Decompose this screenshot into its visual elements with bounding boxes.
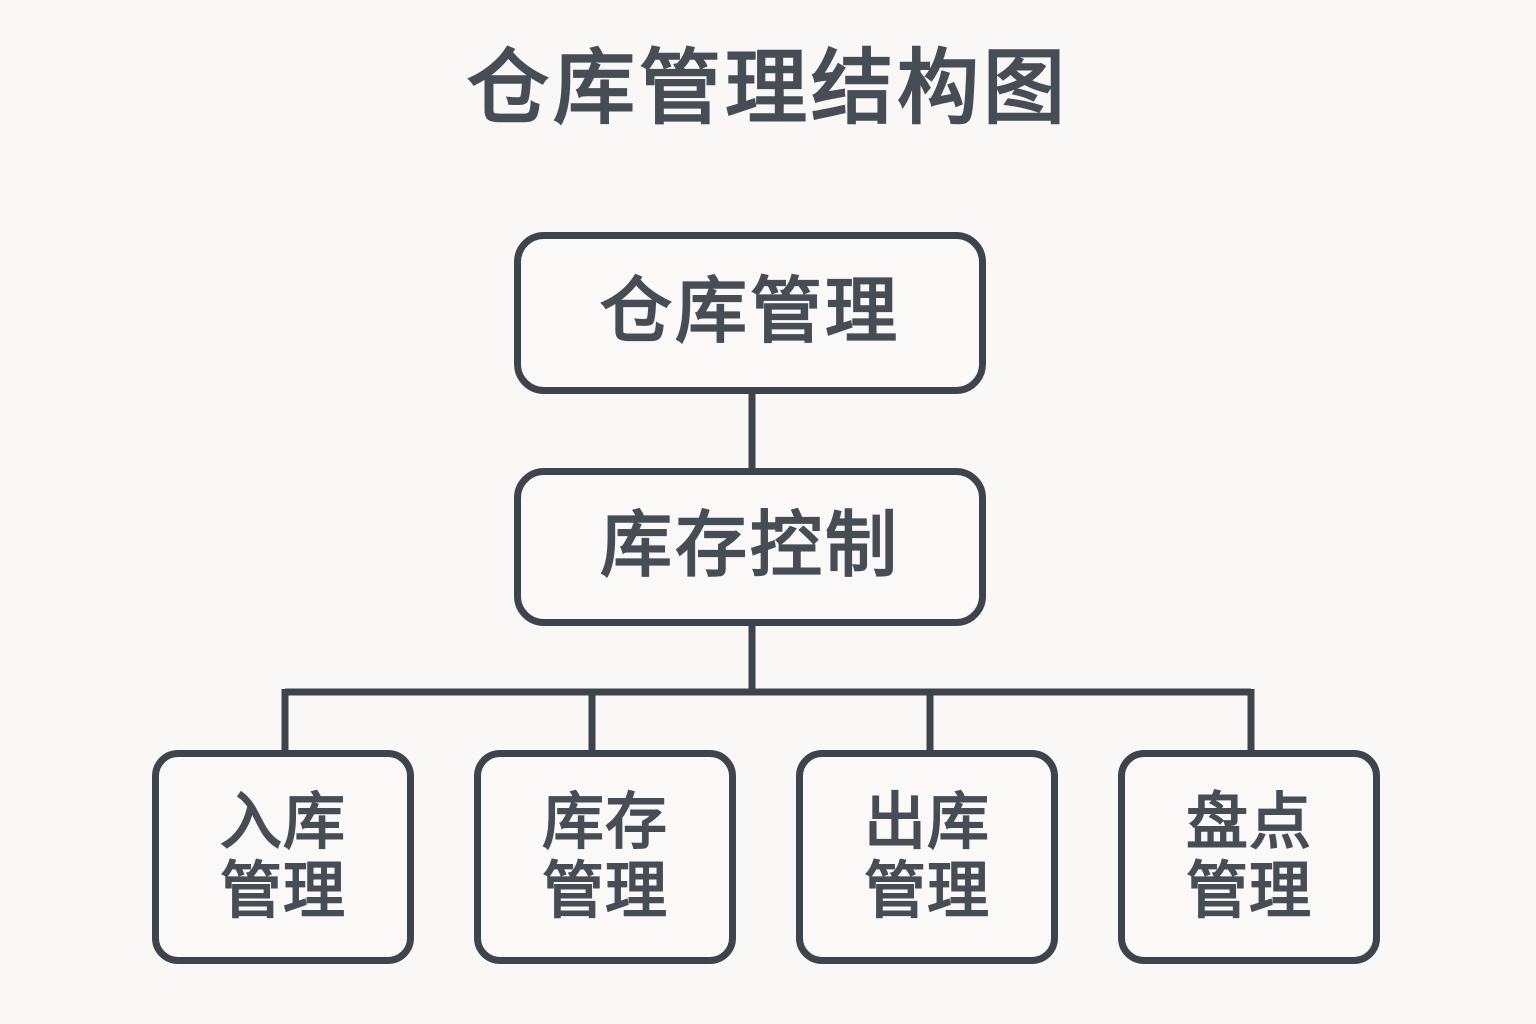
node-label: 入库 管理 bbox=[219, 787, 346, 926]
node-label: 仓库管理 bbox=[599, 272, 900, 353]
node-label: 盘点 管理 bbox=[1185, 787, 1312, 926]
node-inbound-management[interactable]: 入库 管理 bbox=[152, 750, 414, 964]
node-stock-management[interactable]: 库存 管理 bbox=[474, 750, 736, 964]
node-label: 库存控制 bbox=[599, 506, 900, 587]
node-stocktaking-management[interactable]: 盘点 管理 bbox=[1118, 750, 1380, 964]
node-inventory-control[interactable]: 库存控制 bbox=[514, 468, 986, 626]
node-label: 出库 管理 bbox=[863, 787, 990, 926]
page-title: 仓库管理结构图 bbox=[466, 43, 1069, 134]
node-label: 库存 管理 bbox=[541, 787, 668, 926]
node-outbound-management[interactable]: 出库 管理 bbox=[796, 750, 1058, 964]
node-warehouse-management[interactable]: 仓库管理 bbox=[514, 232, 986, 394]
